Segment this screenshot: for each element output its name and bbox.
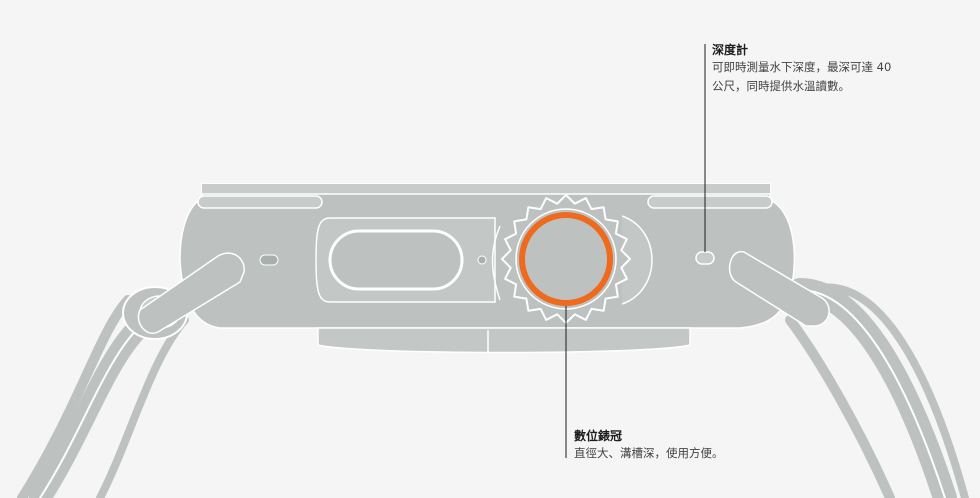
digital-crown-title: 數位錶冠	[574, 429, 623, 443]
crown-highlight-ring	[519, 212, 613, 306]
depth-gauge-description-line2: 公尺，同時提供水溫讀數。	[712, 79, 850, 93]
depth-sensor-icon	[695, 251, 715, 265]
depth-gauge-description-line1: 可即時測量水下深度，最深可達 40	[712, 60, 892, 74]
digital-crown-callout: 數位錶冠 直徑大、溝槽深，使用方便。	[574, 428, 774, 463]
digital-crown-description: 直徑大、溝槽深，使用方便。	[574, 446, 724, 460]
digital-crown-icon	[501, 194, 631, 324]
left-lug	[137, 252, 245, 335]
right-band	[785, 278, 969, 498]
depth-gauge-title: 深度計	[712, 43, 749, 57]
speaker-grille-left	[259, 254, 279, 266]
crown-guard	[491, 215, 653, 305]
right-lug	[728, 251, 830, 327]
depth-gauge-callout: 深度計 可即時測量水下深度，最深可達 40 公尺，同時提供水溫讀數。	[712, 42, 912, 96]
side-button	[315, 217, 496, 303]
